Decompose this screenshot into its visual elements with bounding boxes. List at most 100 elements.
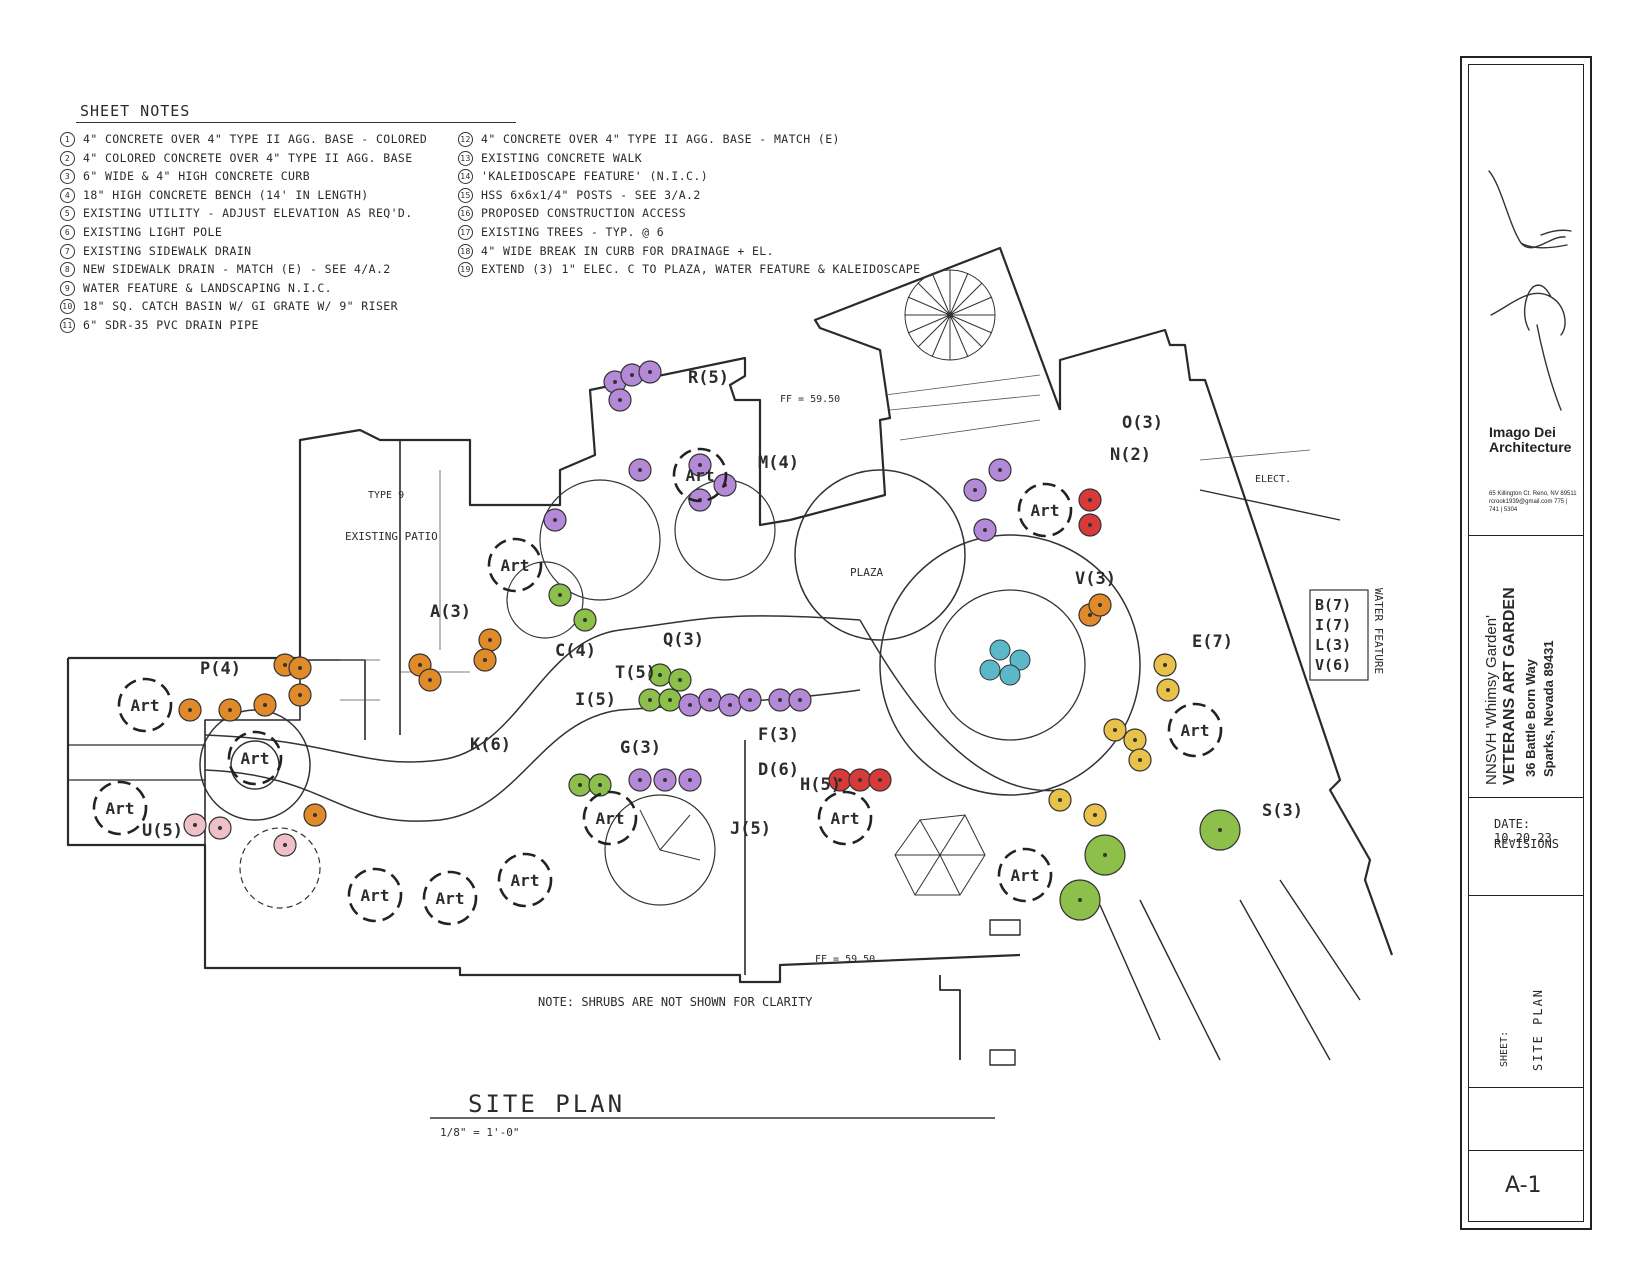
sheet-label: SHEET: xyxy=(1499,1030,1510,1067)
legend-item: L(3) xyxy=(1315,636,1351,654)
sheet-note-text: EXISTING CONCRETE WALK xyxy=(481,150,643,165)
sheet-note-item: 12 4" CONCRETE OVER 4" TYPE II AGG. BASE … xyxy=(458,130,920,149)
art-label: Art xyxy=(511,871,540,890)
art-label: Art xyxy=(501,556,530,575)
sheet-note-number: 13 xyxy=(458,150,473,166)
plant-center-dot xyxy=(488,638,492,642)
sheet-note-item: 13 EXISTING CONCRETE WALK xyxy=(458,149,920,168)
plant-center-dot xyxy=(1138,758,1142,762)
sheet-note-text: EXISTING SIDEWALK DRAIN xyxy=(83,243,252,258)
plant-center-dot xyxy=(648,370,652,374)
legend-box: B(7)I(7)L(3)V(6) xyxy=(1309,589,1369,681)
art-label: Art xyxy=(436,889,465,908)
art-circle xyxy=(487,537,543,593)
plant-key-label: U(5) xyxy=(142,821,183,841)
plant-center-dot xyxy=(998,468,1002,472)
plant-center-dot xyxy=(298,666,302,670)
sheet-note-number: 5 xyxy=(60,206,75,222)
project-address-1: 36 Battle Born Way xyxy=(1523,659,1538,777)
sheet-note-number: 4 xyxy=(60,187,75,203)
plant-center-dot xyxy=(1088,498,1092,502)
art-label: Art xyxy=(831,809,860,828)
plant-key-labels: R(5)M(4)O(3)N(2)P(4)A(3)C(4)Q(3)T(5)I(5)… xyxy=(142,368,1303,841)
art-circle xyxy=(1017,482,1073,538)
art-circle xyxy=(227,730,283,786)
art-label: Art xyxy=(361,886,390,905)
art-circle xyxy=(1167,702,1223,758)
sheet-note-text: 4" CONCRETE OVER 4" TYPE II AGG. BASE - … xyxy=(83,132,428,146)
plant-key-label: N(2) xyxy=(1110,445,1151,465)
plant-key-label: O(3) xyxy=(1122,413,1163,433)
sheet-note-number: 12 xyxy=(458,132,473,147)
sheet-note-text: 4" CONCRETE OVER 4" TYPE II AGG. BASE - … xyxy=(481,132,840,146)
plant-center-dot xyxy=(878,778,882,782)
plant-key-label: V(3) xyxy=(1075,569,1116,589)
plant-center-dot xyxy=(638,468,642,472)
firm-name: Imago Dei Architecture xyxy=(1489,424,1572,455)
art-label: Art xyxy=(686,466,715,485)
plant-center-dot xyxy=(1058,798,1062,802)
tb-separator xyxy=(1469,1150,1583,1151)
plant-center-dot xyxy=(1103,853,1107,857)
plant-key-label: H(5) xyxy=(800,775,841,795)
plant-center-dot xyxy=(228,708,232,712)
project-address-2: Sparks, Nevada 89431 xyxy=(1541,640,1556,777)
plan-scale-text: 1/8" = 1'-0" xyxy=(440,1126,519,1139)
plant-center-dot xyxy=(698,463,702,467)
water-feature-label: WATER FEATURE xyxy=(1372,588,1385,674)
plant-center-dot xyxy=(1088,523,1092,527)
plant-center-dot xyxy=(263,703,267,707)
plant-center-dot xyxy=(578,783,582,787)
sheet-note-text: EXISTING TREES - TYP. @ 6 xyxy=(481,224,665,239)
sheet-note-number: 10 xyxy=(60,299,75,315)
sheet-note-text: 18" HIGH CONCRETE BENCH (14' IN LENGTH) xyxy=(83,187,369,202)
plant-center-dot xyxy=(668,698,672,702)
project-subtitle: NNSVH 'Whimsy Garden' xyxy=(1483,615,1500,785)
sheet-title: SITE PLAN xyxy=(1531,987,1545,1071)
plant-center-dot xyxy=(583,618,587,622)
plant-center-dot xyxy=(483,658,487,662)
plant-center-dot xyxy=(613,380,617,384)
plant-center-dot xyxy=(748,698,752,702)
art-label: Art xyxy=(106,799,135,818)
sheet-notes-col-2: 12 4" CONCRETE OVER 4" TYPE II AGG. BASE … xyxy=(458,130,920,279)
plant-key-label: G(3) xyxy=(620,738,661,758)
sheet-note-text: 4" COLORED CONCRETE OVER 4" TYPE II AGG.… xyxy=(83,150,413,165)
plant-center-dot xyxy=(688,778,692,782)
ff-bottom-label: FF = 59.50 xyxy=(815,954,875,965)
radial-features xyxy=(639,269,996,896)
sheet-note-text: PROPOSED CONSTRUCTION ACCESS xyxy=(481,206,687,221)
plant-center-dot xyxy=(298,693,302,697)
sheet-note-text: HSS 6x6x1/4" POSTS - SEE 3/A.2 xyxy=(481,187,701,202)
plant-center-dot xyxy=(973,488,977,492)
sheet-number: A-1 xyxy=(1505,1173,1542,1198)
plant-center-dot xyxy=(638,778,642,782)
sheet-note-number: 18 xyxy=(458,243,473,259)
art-circle xyxy=(997,847,1053,903)
sheet-note-item: 14'KALEIDOSCAPE FEATURE' (N.I.C.) xyxy=(458,167,920,186)
sheet-note-item: 10 18" SQ. CATCH BASIN W/ GI GRATE W/ 9" … xyxy=(60,297,427,316)
legend-item: I(7) xyxy=(1315,616,1351,634)
plant-center-dot xyxy=(313,813,317,817)
plant-key-label: T(5) xyxy=(615,663,656,683)
plaza-label: PLAZA xyxy=(850,566,883,579)
sheet-note-text: EXISTING UTILITY - ADJUST ELEVATION AS R… xyxy=(83,206,413,221)
plan-title-text: SITE PLAN xyxy=(468,1090,625,1118)
sheet-note-text: 18" SQ. CATCH BASIN W/ GI GRATE W/ 9" RI… xyxy=(83,299,398,314)
plant-symbols xyxy=(178,360,1241,921)
plant-key-label: M(4) xyxy=(758,453,799,473)
sheet-notes-title: SHEET NOTES xyxy=(80,102,191,120)
plant-key-label: R(5) xyxy=(688,368,729,388)
water-feature-element xyxy=(989,639,1011,661)
firm-address: 65 Killington Ct. Reno, NV 89511 rcrook1… xyxy=(1489,491,1577,513)
